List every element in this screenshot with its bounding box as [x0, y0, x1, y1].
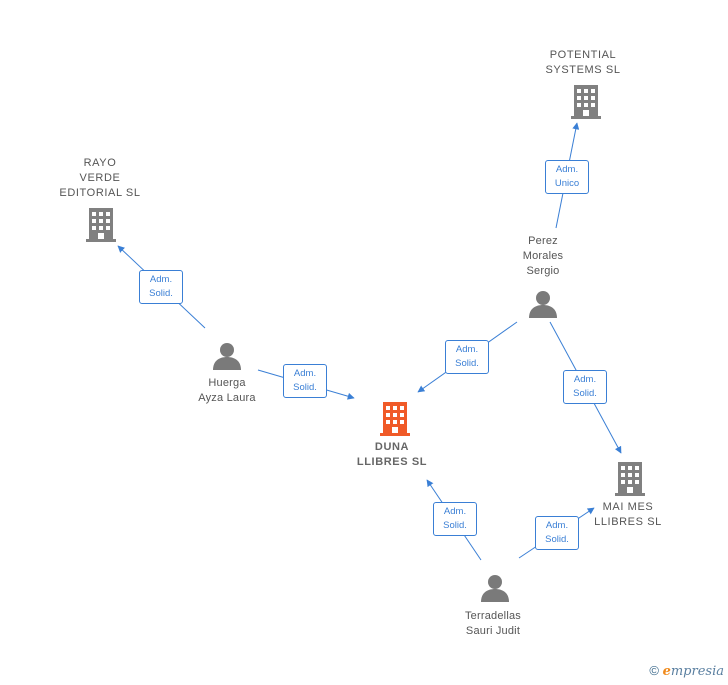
node-terradellas-sauri-judit[interactable]: Terradellas Sauri Judit	[440, 609, 546, 639]
building-icon	[571, 85, 601, 119]
edge-label-terradellas-duna[interactable]: Adm. Solid.	[433, 502, 477, 536]
company-name-line2: VERDE	[79, 172, 121, 184]
role-line1: Adm.	[455, 344, 479, 355]
person-icon	[529, 291, 557, 318]
company-name-line1: POTENTIAL	[549, 49, 617, 61]
role-line1: Adm.	[293, 368, 317, 379]
role-line1: Adm.	[573, 374, 597, 385]
company-name-line1: RAYO	[83, 157, 117, 169]
role-line2: Solid.	[149, 288, 173, 299]
building-icon	[86, 208, 116, 242]
node-duna-llibres[interactable]: DUNA LLIBRES SL	[332, 440, 452, 470]
role-line2: Solid.	[443, 520, 467, 531]
role-line1: Adm.	[149, 274, 173, 285]
role-line2: Unico	[554, 178, 580, 189]
empresia-logo: empresia	[662, 664, 724, 679]
company-name-line1: MAI MES	[602, 501, 654, 513]
person-name-line2: Morales	[522, 250, 564, 262]
company-name-line2: LLIBRES SL	[594, 516, 662, 528]
building-icon	[615, 462, 645, 496]
edge-label-perez-potential[interactable]: Adm. Unico	[545, 160, 589, 194]
person-name-line2: Ayza Laura	[198, 392, 256, 404]
company-name-line3: EDITORIAL SL	[59, 187, 141, 199]
role-line2: Solid.	[545, 534, 569, 545]
role-line2: Solid.	[293, 382, 317, 393]
node-rayo-verde-editorial[interactable]: RAYO VERDE EDITORIAL SL	[40, 156, 160, 201]
person-icon	[213, 343, 241, 370]
edge-label-perez-duna[interactable]: Adm. Solid.	[445, 340, 489, 374]
node-perez-morales-sergio[interactable]: Perez Morales Sergio	[493, 234, 593, 279]
role-line1: Adm.	[555, 164, 579, 175]
edge-label-terradellas-maimes[interactable]: Adm. Solid.	[535, 516, 579, 550]
person-name-line1: Terradellas	[464, 610, 521, 622]
company-name-line2: LLIBRES SL	[356, 456, 428, 468]
person-name-line3: Sergio	[526, 265, 560, 277]
role-line1: Adm.	[443, 506, 467, 517]
company-name-line2: SYSTEMS SL	[545, 64, 621, 76]
role-line2: Solid.	[455, 358, 479, 369]
node-huerga-ayza-laura[interactable]: Huerga Ayza Laura	[174, 376, 280, 406]
copyright-symbol: ©	[649, 663, 659, 678]
edge-label-huerga-rayo[interactable]: Adm. Solid.	[139, 270, 183, 304]
person-name-line1: Huerga	[208, 377, 246, 389]
person-icon	[481, 575, 509, 602]
node-potential-systems[interactable]: POTENTIAL SYSTEMS SL	[523, 48, 643, 78]
edge-label-huerga-duna[interactable]: Adm. Solid.	[283, 364, 327, 398]
node-mai-mes-llibres[interactable]: MAI MES LLIBRES SL	[568, 500, 688, 530]
role-line2: Solid.	[573, 388, 597, 399]
role-line1: Adm.	[545, 520, 569, 531]
person-name-line1: Perez	[528, 235, 558, 247]
edge-label-perez-maimes[interactable]: Adm. Solid.	[563, 370, 607, 404]
company-name-line1: DUNA	[374, 441, 410, 453]
building-icon-focal	[380, 402, 410, 436]
copyright-watermark: © empresia	[649, 663, 724, 679]
person-name-line2: Sauri Judit	[465, 625, 521, 637]
